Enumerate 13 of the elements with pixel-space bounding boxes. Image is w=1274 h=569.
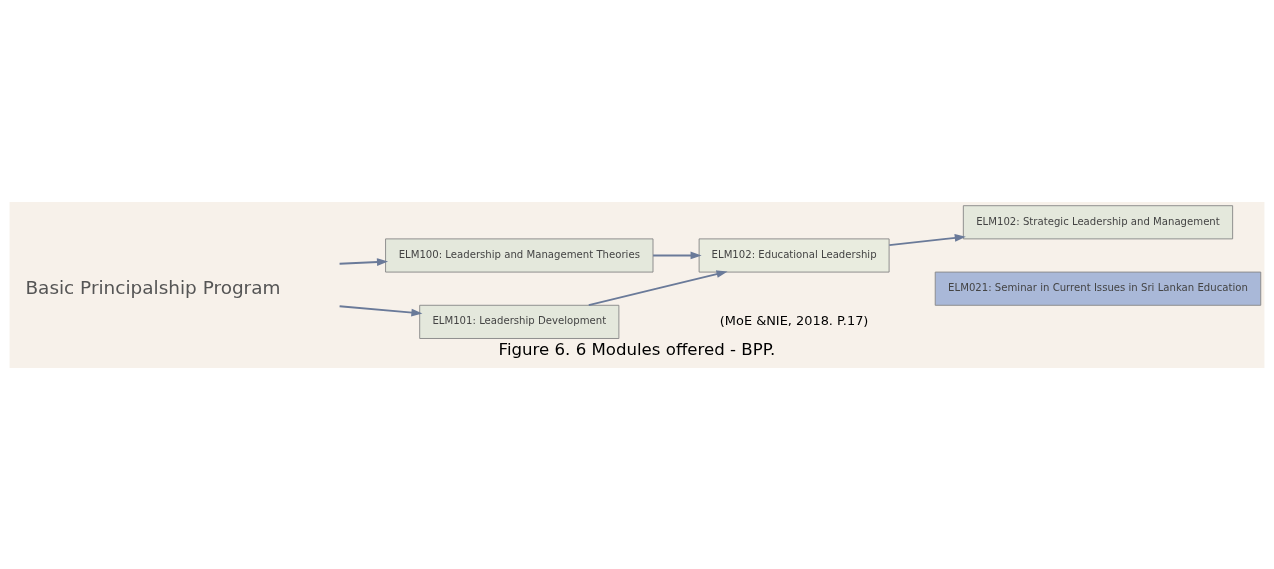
arrow bbox=[587, 269, 728, 306]
node-box: ELM100: Leadership and Management Theories bbox=[385, 237, 654, 273]
node-box: ELM102: Educational Leadership bbox=[698, 237, 890, 273]
node-box: ELM021: Seminar in Current Issues in Sri Lankan Education bbox=[934, 271, 1262, 306]
arrow bbox=[338, 257, 389, 266]
label: Basic Principalship Program bbox=[25, 276, 281, 298]
label: (MoE &NIE, 2018. P.17) bbox=[719, 312, 869, 328]
node-box: ELM102: Strategic Leadership and Management bbox=[962, 204, 1234, 239]
arrow bbox=[652, 251, 702, 259]
node-box: ELM101: Leadership Development bbox=[419, 304, 620, 339]
arrow bbox=[888, 233, 966, 246]
caption: Figure 6. 6 Modules offered - BPP. bbox=[498, 339, 776, 359]
arrow bbox=[338, 304, 423, 316]
